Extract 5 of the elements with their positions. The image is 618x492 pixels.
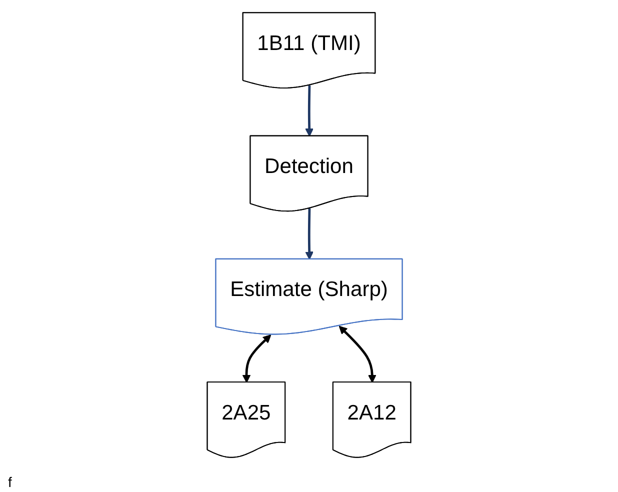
arrow (338, 326, 376, 383)
arrow (305, 208, 314, 260)
arrow (242, 334, 272, 383)
text-fragment: f (8, 474, 12, 490)
arrow (305, 85, 314, 137)
